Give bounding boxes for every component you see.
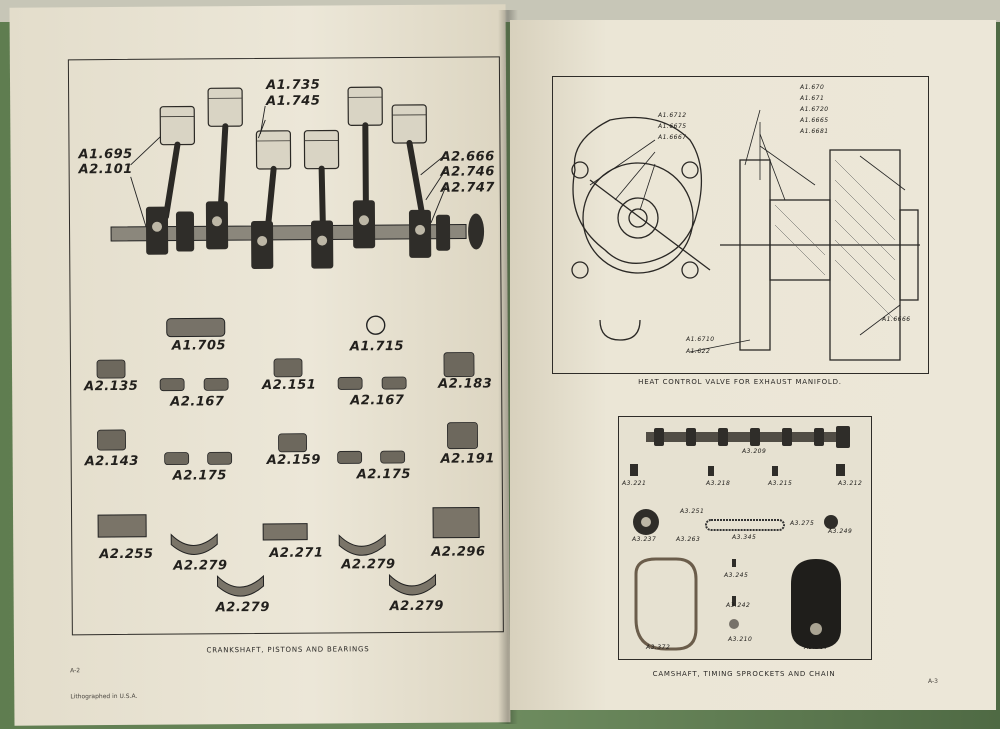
label-a2-747: A2.747 — [440, 180, 496, 196]
camshaft-timing-parts-illustration — [630, 426, 850, 651]
label-a2-151: A2.151 — [262, 377, 317, 393]
label-a3-218: A3.218 — [706, 480, 731, 487]
label-a3-345: A3.345 — [732, 534, 757, 541]
label-a2-191: A2.191 — [440, 451, 495, 467]
label-a3-275: A3.275 — [790, 520, 815, 527]
label-a2-746: A2.746 — [440, 164, 495, 180]
label-a1-6667: A1.6667 — [658, 134, 687, 141]
label-a1-6712: A1.6712 — [658, 112, 687, 119]
label-a2-296: A2.296 — [431, 544, 486, 560]
label-a1-745: A1.745 — [266, 93, 321, 109]
label-a1-6681: A1.6681 — [800, 128, 829, 135]
heat-valve-drawing-frame — [552, 76, 929, 374]
label-a2-101: A2.101 — [78, 161, 133, 178]
camshaft-caption: CAMSHAFT, TIMING SPROCKETS AND CHAIN — [652, 670, 836, 678]
label-a1-6720: A1.6720 — [800, 106, 829, 113]
piston-pin-illustration — [166, 317, 226, 338]
bearing-shells-illustration — [96, 352, 480, 597]
label-a2-279-c: A2.279 — [215, 599, 270, 616]
left-page-caption: CRANKSHAFT, PISTONS AND BEARINGS — [206, 645, 370, 655]
label-a1-695: A1.695 — [78, 146, 133, 163]
label-a3-251: A3.251 — [680, 508, 705, 515]
left-page-number: A-2 — [70, 667, 81, 675]
right-page: A1.670 A1.671 A1.6720 A1.6665 A1.6681 A1… — [510, 20, 996, 710]
label-a1-6665: A1.6665 — [800, 117, 829, 124]
left-page-imprint: Lithographed in U.S.A. — [70, 692, 138, 701]
label-a3-210: A3.210 — [728, 636, 753, 643]
label-a3-242: A3.242 — [726, 602, 751, 609]
label-a2-175-right: A2.175 — [356, 466, 412, 483]
heat-valve-caption: HEAT CONTROL VALVE FOR EXHAUST MANIFOLD. — [638, 378, 842, 386]
label-a1-670: A1.670 — [800, 84, 825, 91]
label-a2-666: A2.666 — [440, 149, 495, 165]
label-a2-279-b: A2.279 — [341, 557, 396, 573]
label-a1-622: A1.622 — [686, 348, 711, 355]
left-page: A1.735 A1.745 A1.695 A2.101 A2.666 A2.74… — [9, 4, 511, 726]
right-page-number: A-3 — [928, 678, 938, 685]
label-a1-671: A1.671 — [800, 95, 825, 102]
label-a2-175-left: A2.175 — [172, 468, 228, 484]
label-a2-279-a: A2.279 — [173, 558, 228, 574]
label-a2-143: A2.143 — [84, 453, 139, 470]
label-a3-245: A3.245 — [724, 572, 749, 579]
label-a2-279-d: A2.279 — [389, 598, 444, 615]
label-a1-6675: A1.6675 — [658, 123, 687, 130]
label-a3-215: A3.215 — [768, 480, 793, 487]
heat-control-valve-drawing — [571, 109, 920, 361]
label-a3-212: A3.212 — [838, 480, 863, 487]
lock-ring-illustration — [366, 315, 386, 335]
label-a2-167-left: A2.167 — [170, 394, 225, 410]
label-a3-372: A3.372 — [646, 644, 671, 651]
label-a3-209: A3.209 — [742, 448, 767, 455]
label-a2-167-right: A2.167 — [350, 392, 405, 409]
label-a3-367: A3.367 — [804, 644, 829, 651]
label-a3-249: A3.249 — [828, 528, 853, 535]
label-a1-6710: A1.6710 — [686, 336, 715, 343]
label-a2-183: A2.183 — [438, 376, 493, 392]
label-a3-237: A3.237 — [632, 536, 657, 543]
label-a2-271: A2.271 — [269, 545, 324, 561]
label-a1-705: A1.705 — [171, 338, 227, 354]
label-a2-255: A2.255 — [99, 546, 154, 563]
label-a1-735: A1.735 — [265, 77, 321, 93]
label-a2-135: A2.135 — [84, 378, 139, 395]
label-a1-6666: A1.6666 — [882, 316, 911, 323]
label-a2-159: A2.159 — [266, 452, 321, 468]
label-a3-263: A3.263 — [676, 536, 701, 543]
label-a3-221: A3.221 — [622, 480, 647, 487]
crankshaft-assembly-illustration — [110, 86, 485, 270]
